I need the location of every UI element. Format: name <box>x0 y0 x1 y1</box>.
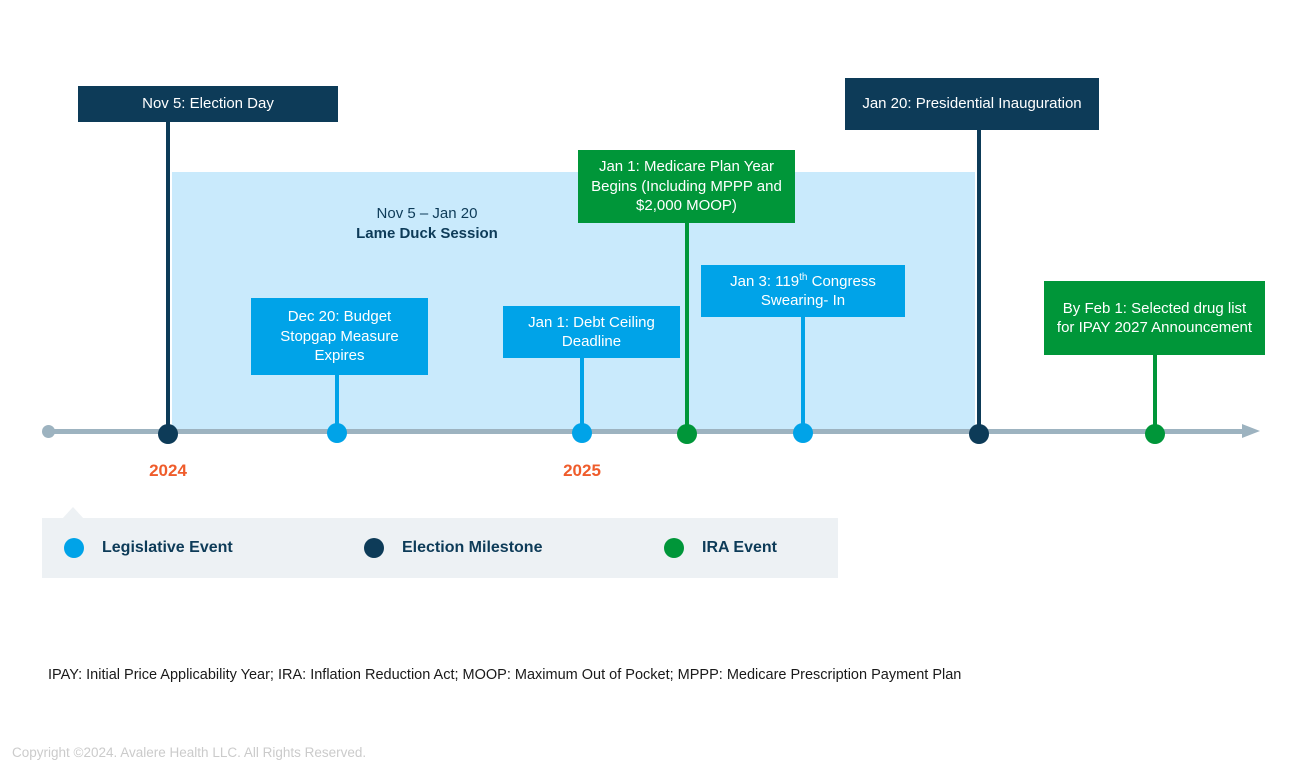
event-dot-budget-stopgap[interactable] <box>327 423 347 443</box>
event-label-congress-pre: Jan 3: 119 <box>730 272 800 290</box>
lame-duck-band-label: Nov 5 – Jan 20 Lame Duck Session <box>296 204 558 243</box>
event-box-budget-stopgap[interactable]: Dec 20: Budget Stopgap Measure Expires <box>251 298 428 375</box>
event-label-debt-ceiling: Jan 1: Debt Ceiling Deadline <box>528 313 655 351</box>
legend-swatch-ira-icon <box>664 538 684 558</box>
abbreviations-note: IPAY: Initial Price Applicability Year; … <box>48 667 962 683</box>
legend-item-election[interactable]: Election Milestone <box>364 536 542 560</box>
event-label-ipay-drug-list: By Feb 1: Selected drug list for IPAY 20… <box>1056 299 1253 337</box>
event-stem-budget-stopgap <box>335 375 339 432</box>
legend-item-ira[interactable]: IRA Event <box>664 536 777 560</box>
event-box-medicare-plan-year[interactable]: Jan 1: Medicare Plan Year Begins (Includ… <box>578 150 795 223</box>
timeline-axis <box>44 429 1244 434</box>
event-label-congress-swearing-in: Jan 3: 119th Congress Swearing- In <box>711 272 895 311</box>
timeline-axis-start-dot <box>42 425 55 438</box>
lame-duck-title: Lame Duck Session <box>356 224 498 242</box>
event-dot-ipay-drug-list[interactable] <box>1145 424 1165 444</box>
year-label-2024: 2024 <box>149 461 187 480</box>
event-stem-medicare-plan-year <box>685 223 689 432</box>
event-box-debt-ceiling[interactable]: Jan 1: Debt Ceiling Deadline <box>503 306 680 358</box>
legend-swatch-election-icon <box>364 538 384 558</box>
legend-item-legislative[interactable]: Legislative Event <box>64 536 233 560</box>
event-stem-election-day <box>166 122 170 433</box>
legend-swatch-legislative-icon <box>64 538 84 558</box>
legend-panel <box>42 518 838 578</box>
event-box-presidential-inauguration[interactable]: Jan 20: Presidential Inauguration <box>845 78 1099 130</box>
legend-label-ira: IRA Event <box>702 539 777 556</box>
event-dot-congress-swearing-in[interactable] <box>793 423 813 443</box>
event-box-congress-swearing-in[interactable]: Jan 3: 119th Congress Swearing- In <box>701 265 905 317</box>
event-stem-presidential-inauguration <box>977 130 981 433</box>
event-box-ipay-drug-list[interactable]: By Feb 1: Selected drug list for IPAY 20… <box>1044 281 1265 355</box>
legend-label-election: Election Milestone <box>402 539 543 556</box>
year-label-2025: 2025 <box>563 461 601 480</box>
event-dot-debt-ceiling[interactable] <box>572 423 592 443</box>
event-dot-presidential-inauguration[interactable] <box>969 424 989 444</box>
event-label-congress-ordinal-suffix: th <box>799 271 808 283</box>
timeline-axis-arrow-icon <box>1242 424 1260 438</box>
event-label-budget-stopgap: Dec 20: Budget Stopgap Measure Expires <box>280 308 399 365</box>
event-label-congress-post: Congress Swearing- In <box>760 272 876 310</box>
event-box-election-day[interactable]: Nov 5: Election Day <box>78 86 338 122</box>
legend-label-legislative: Legislative Event <box>102 539 233 556</box>
lame-duck-range: Nov 5 – Jan 20 <box>376 205 478 222</box>
event-stem-congress-swearing-in <box>801 317 805 432</box>
event-label-medicare-plan-year: Jan 1: Medicare Plan Year Begins (Includ… <box>591 158 782 215</box>
event-dot-election-day[interactable] <box>158 424 178 444</box>
event-dot-medicare-plan-year[interactable] <box>677 424 697 444</box>
event-stem-ipay-drug-list <box>1153 355 1157 432</box>
legend-notch-icon <box>62 507 84 519</box>
copyright-note: Copyright ©2024. Avalere Health LLC. All… <box>12 745 367 760</box>
event-stem-debt-ceiling <box>580 358 584 432</box>
event-label-presidential-inauguration: Jan 20: Presidential Inauguration <box>862 95 1082 113</box>
event-label-election-day: Nov 5: Election Day <box>142 95 274 113</box>
